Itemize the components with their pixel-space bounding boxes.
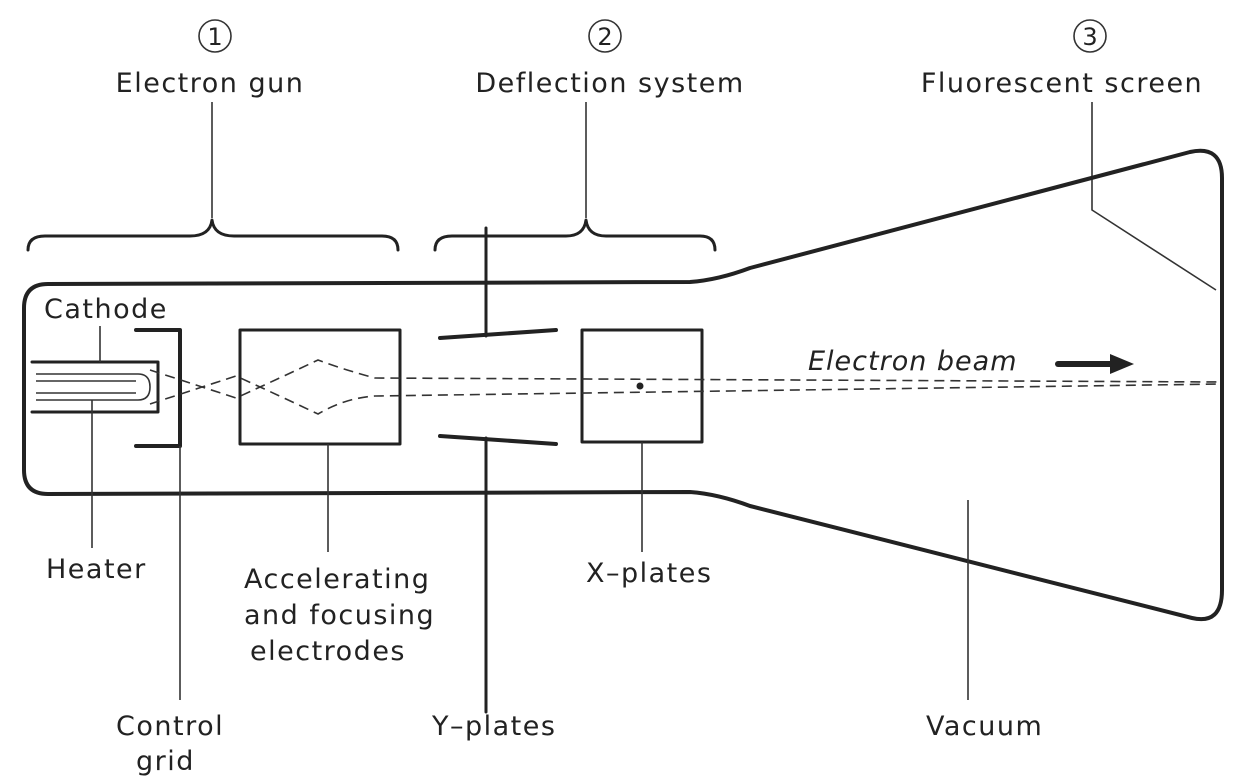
cathode-assembly: Cathode	[30, 294, 168, 414]
section-1-number: 1	[207, 23, 222, 51]
section-electron-gun: 1 Electron gun	[26, 19, 400, 252]
deflection-system-brace	[433, 218, 717, 252]
section-1-circle	[198, 19, 232, 53]
section-deflection-system: 2 Deflection system	[433, 19, 744, 252]
section-2-number: 2	[597, 23, 612, 51]
section-3-label: Fluorescent screen	[921, 68, 1203, 99]
screen-leader	[1091, 102, 1217, 291]
y-plates-label: Y–plates	[431, 711, 556, 742]
heater-label: Heater	[46, 554, 147, 585]
electron-beam-arrow	[1055, 354, 1134, 374]
heater-coil	[36, 373, 151, 401]
control-grid	[134, 328, 182, 448]
y-plate-upper	[438, 328, 558, 340]
accelerating-electrodes	[238, 328, 402, 446]
electron-beam-label: Electron beam	[808, 346, 1018, 377]
y-plate-lower	[438, 434, 558, 446]
cathode-label: Cathode	[44, 294, 168, 325]
section-3-circle	[1073, 19, 1107, 53]
section-fluorescent-screen: 3 Fluorescent screen	[921, 19, 1217, 291]
electron-beam-path	[149, 359, 1221, 415]
section-1-label: Electron gun	[116, 68, 305, 99]
accelerating-label-3: electrodes	[250, 636, 406, 667]
control-grid-label-2: grid	[136, 746, 195, 777]
section-2-circle	[588, 19, 622, 53]
vacuum-label: Vacuum	[926, 711, 1043, 742]
x-plates-dot	[636, 382, 644, 390]
control-grid-label-1: Control	[116, 711, 224, 742]
accelerating-label-1: Accelerating	[244, 564, 430, 595]
x-plates-label: X–plates	[586, 558, 712, 589]
tube-envelope	[22, 148, 1224, 622]
section-3-number: 3	[1082, 23, 1097, 51]
cathode-sleeve	[30, 360, 160, 414]
section-2-label: Deflection system	[475, 68, 744, 99]
accelerating-label-2: and focusing	[244, 600, 435, 631]
y-plates	[438, 226, 558, 714]
electron-gun-brace	[26, 218, 400, 252]
